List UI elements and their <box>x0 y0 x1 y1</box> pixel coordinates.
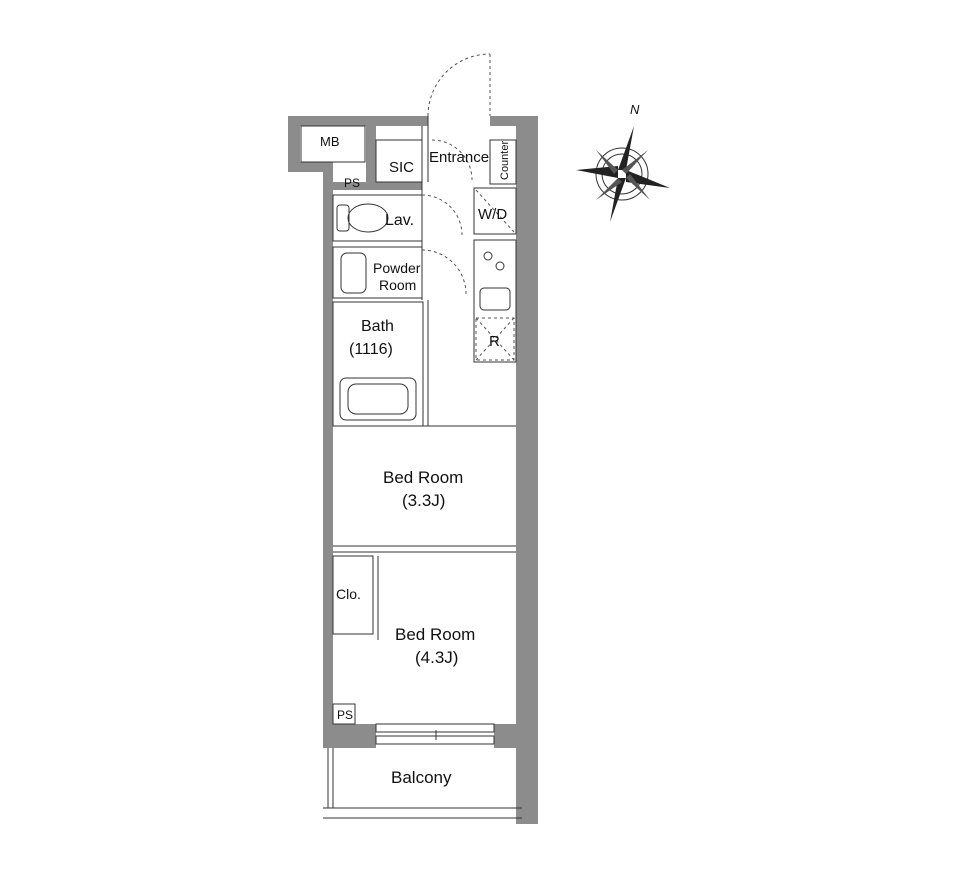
fridge-label: R <box>489 333 500 350</box>
bedroom2-label-line1: Bed Room <box>395 625 475 644</box>
bedroom2-label-line2: (4.3J) <box>415 648 458 667</box>
balcony-label: Balcony <box>391 768 452 787</box>
fixtures <box>336 189 515 421</box>
ps-bottom-label: PS <box>337 708 353 722</box>
powder-room-label-line2: Room <box>379 277 416 293</box>
powder-room-label-line1: Powder <box>373 260 421 276</box>
bedroom1-label-line2: (3.3J) <box>402 491 445 510</box>
entrance-label: Entrance <box>429 149 489 166</box>
walls <box>288 116 538 824</box>
room-labels: MB PS SIC Entrance Counter Lav. W/D Powd… <box>320 134 511 787</box>
bath-label-line2: (1116) <box>349 341 393 358</box>
wd-label: W/D <box>478 206 507 223</box>
lav-label: Lav. <box>385 212 414 229</box>
closet-label: Clo. <box>336 586 361 602</box>
door-swings <box>421 53 491 295</box>
ps-top-label: PS <box>344 176 360 190</box>
counter-label: Counter <box>499 141 511 180</box>
bedroom1-label-line1: Bed Room <box>383 468 463 487</box>
sic-label: SIC <box>389 159 414 176</box>
bath-label-line1: Bath <box>361 318 394 335</box>
compass: N <box>576 102 670 222</box>
partitions <box>300 116 522 819</box>
compass-north-label: N <box>630 102 640 117</box>
mb-label: MB <box>320 134 340 149</box>
